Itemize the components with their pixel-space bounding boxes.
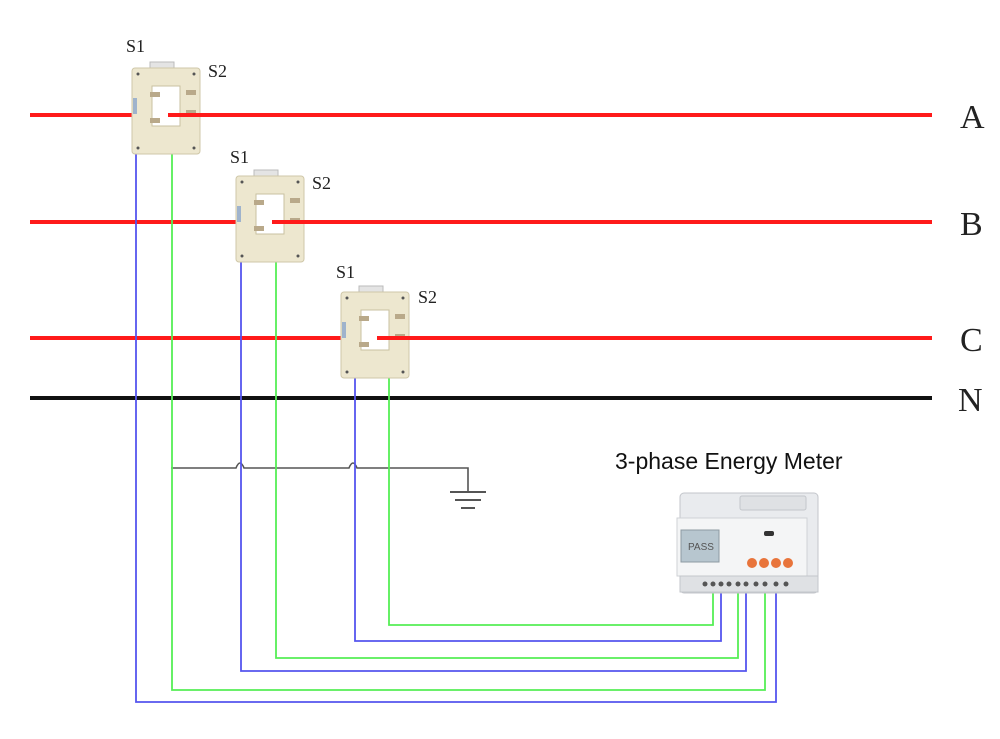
ct-a-s1-wire xyxy=(135,150,777,703)
ct-c-s1-wire xyxy=(354,378,722,642)
ct-a-s1-label: S1 xyxy=(126,36,145,56)
meter-title: 3-phase Energy Meter xyxy=(615,448,843,474)
meter-display-text: PASS xyxy=(688,542,714,553)
meter-terminals xyxy=(702,581,789,587)
ct-c-s1-label: S1 xyxy=(336,262,355,282)
ct-b-s2-wire xyxy=(275,262,739,659)
current-transformer-b xyxy=(235,169,305,263)
meter-buttons xyxy=(747,558,793,568)
ct-b-s1-wire xyxy=(240,262,747,672)
energy-meter: PASS xyxy=(676,492,819,594)
ground-wire xyxy=(171,462,469,492)
bus-label-n: N xyxy=(958,382,983,419)
ct-b-s2-label: S2 xyxy=(312,173,331,193)
current-transformer-a xyxy=(131,61,201,155)
current-transformer-c xyxy=(340,285,410,379)
ct-a-s2-label: S2 xyxy=(208,61,227,81)
meter-display xyxy=(680,529,720,563)
ct-a-s2-wire xyxy=(171,150,766,691)
bus-label-b: B xyxy=(960,206,983,243)
bus-label-a: A xyxy=(960,99,985,136)
ct-c-s2-label: S2 xyxy=(418,287,437,307)
ct-c-s2-wire xyxy=(388,378,714,626)
ct-b-s1-label: S1 xyxy=(230,147,249,167)
bus-label-c: C xyxy=(960,322,983,359)
ground-icon xyxy=(450,491,486,509)
